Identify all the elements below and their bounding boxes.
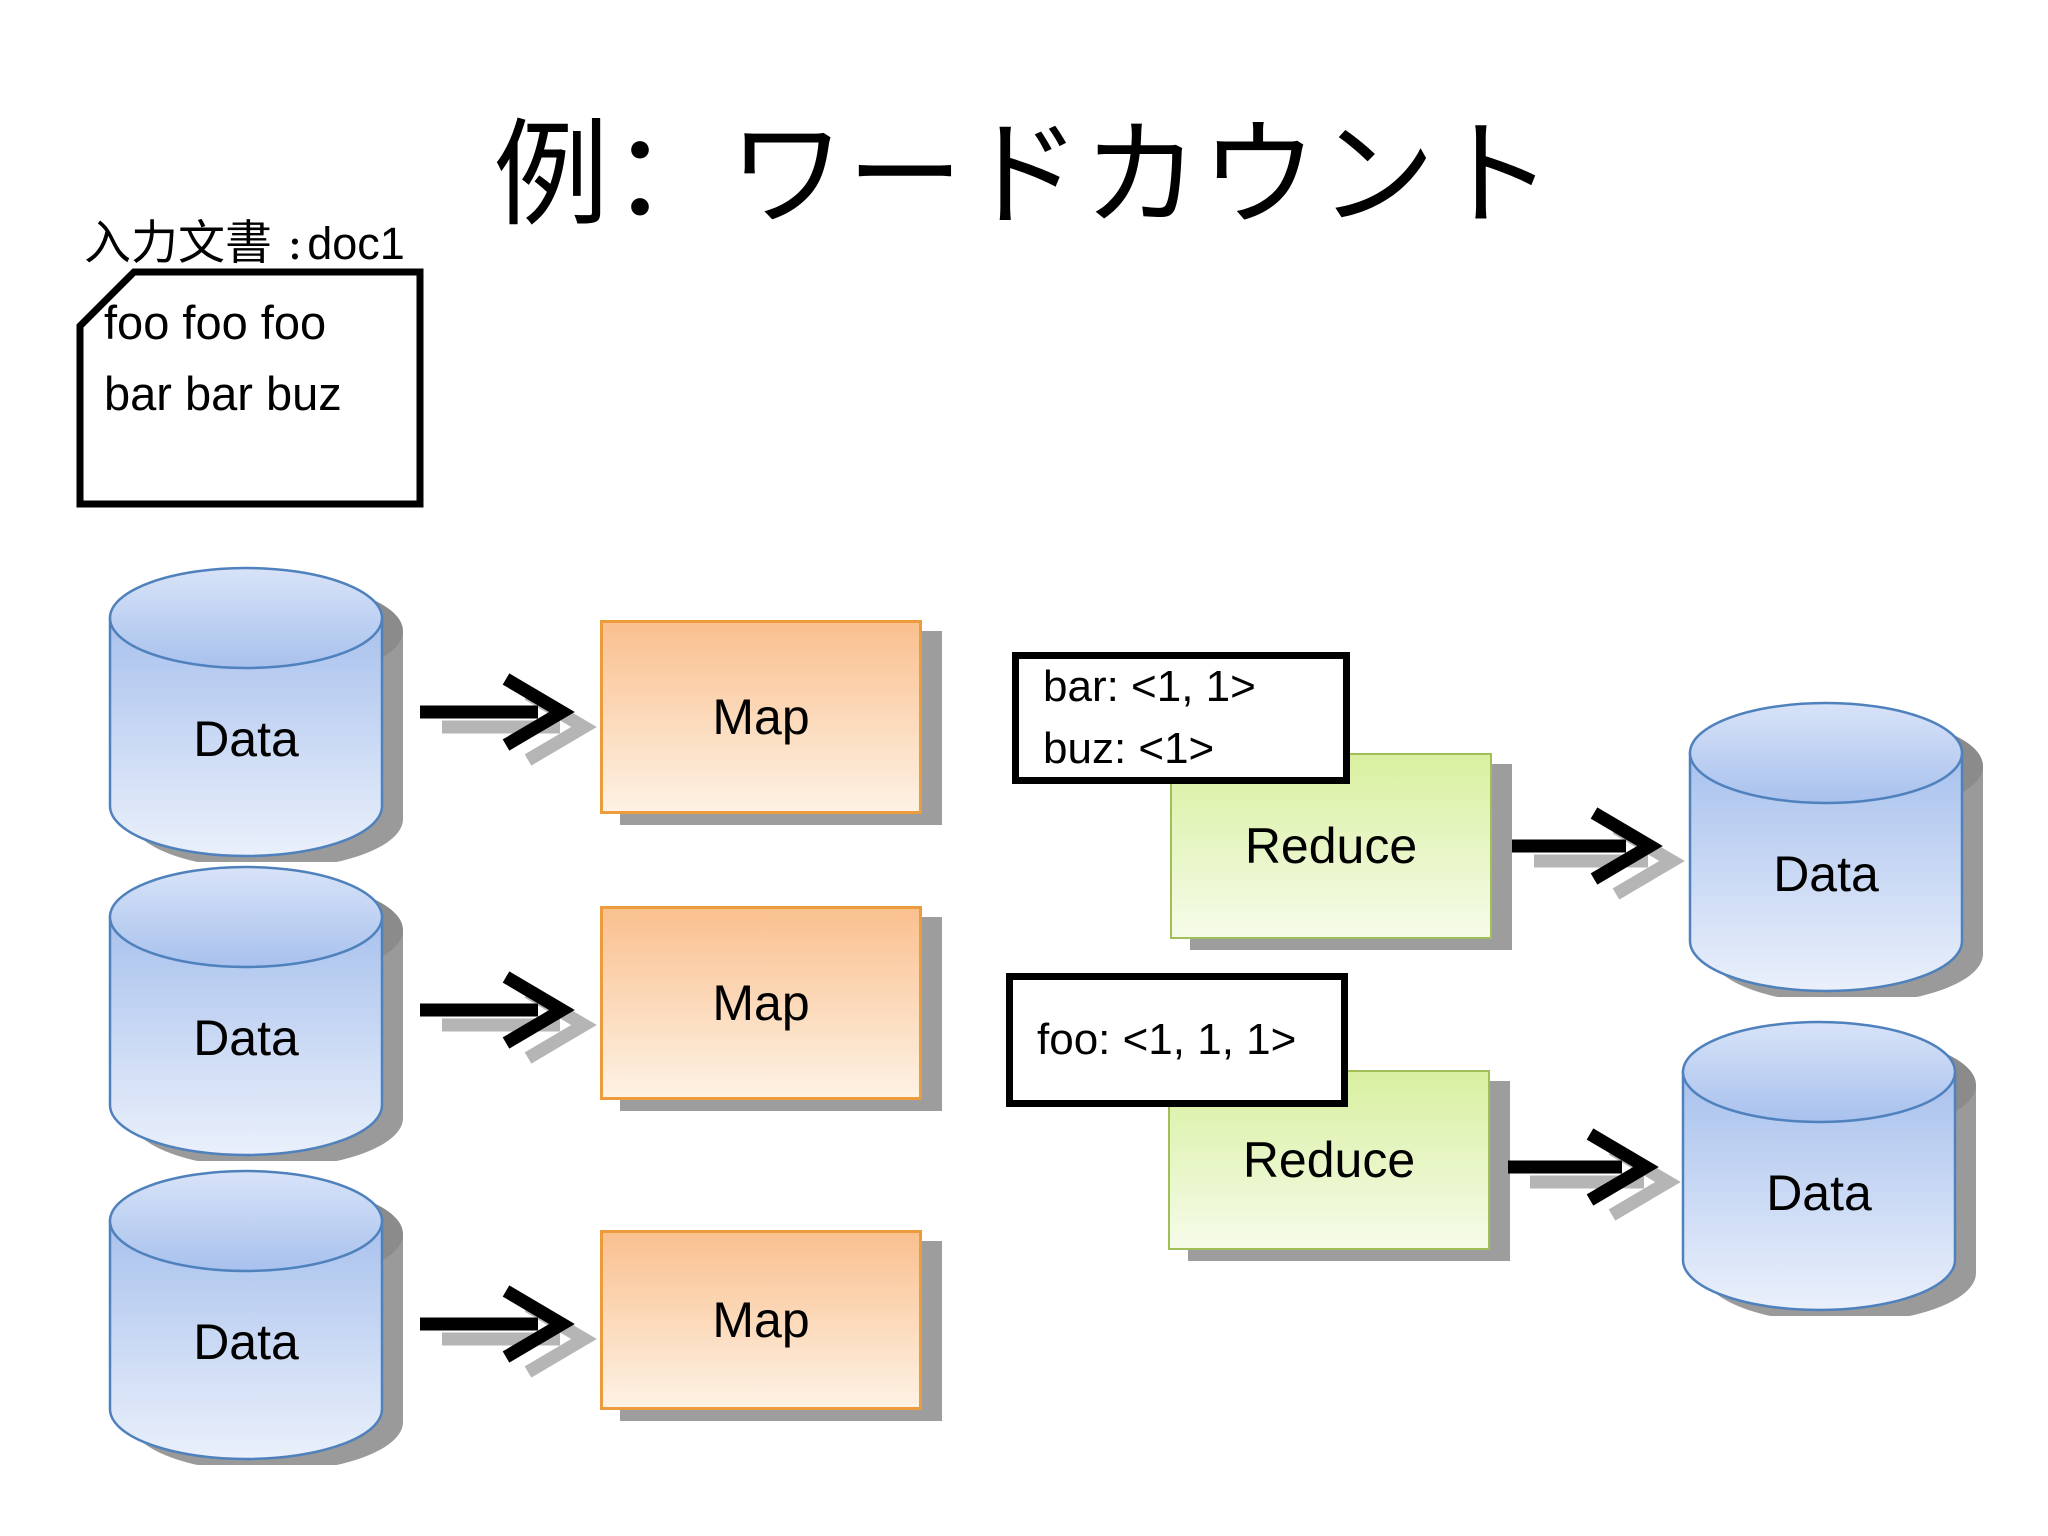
kv-line: bar: <1, 1> <box>1043 661 1256 711</box>
kv-line: buz: <1> <box>1043 724 1215 773</box>
reduce-box-1: Reduce <box>1170 753 1492 939</box>
reduce-label: Reduce <box>1244 818 1418 874</box>
cylinder-label: Data <box>1773 846 1879 902</box>
input-doc-label-jp: 入力文書 : <box>84 216 303 271</box>
input-doc-label: 入力文書 : doc1 <box>84 204 405 273</box>
doc-line-1: foo foo foo <box>104 296 327 349</box>
cylinder-shape <box>108 865 403 1168</box>
reduce-label: Reduce <box>1242 1132 1416 1188</box>
cylinder-label: Data <box>1766 1165 1872 1221</box>
arrow-data2-to-map2 <box>420 971 597 1064</box>
input-data-cylinder-3: Data <box>100 1165 420 1472</box>
map-box-3: Map <box>600 1230 922 1410</box>
output-data-cylinder-1: Data <box>1680 697 2000 1004</box>
output-data-cylinder-2: Data <box>1673 1016 1993 1323</box>
kv-line: foo: <1, 1, 1> <box>1037 1014 1297 1064</box>
map-box-1: Map <box>600 620 922 814</box>
cylinder-label: Data <box>193 1010 299 1066</box>
input-data-cylinder-1: Data <box>100 562 420 869</box>
map-label: Map <box>712 975 810 1031</box>
cylinder-label: Data <box>193 1314 299 1370</box>
map-box-2: Map <box>600 906 922 1100</box>
kv-callout-1: bar: <1, 1> buz: <1> <box>1012 652 1350 784</box>
cylinder-shape <box>108 1169 403 1472</box>
arrow-reduce2-to-data <box>1508 1128 1681 1221</box>
cylinder-label: Data <box>193 711 299 767</box>
cylinder-shape <box>1681 1020 1976 1323</box>
document-outline <box>76 268 424 508</box>
arrow-data1-to-map1 <box>420 673 597 766</box>
cylinder-shape <box>1688 701 1983 1004</box>
doc-content: foo foo foo bar bar buz <box>104 288 342 429</box>
input-doc-shape: foo foo foo bar bar buz <box>76 268 424 508</box>
arrow-data3-to-map3 <box>420 1285 597 1378</box>
arrow-reduce1-to-data <box>1512 807 1685 900</box>
input-doc-label-name: doc1 <box>307 218 405 269</box>
map-label: Map <box>712 689 810 745</box>
kv-callout-2: foo: <1, 1, 1> <box>1006 973 1348 1107</box>
map-label: Map <box>712 1292 810 1348</box>
doc-line-2: bar bar buz <box>104 366 342 420</box>
cylinder-shape <box>108 566 403 869</box>
input-data-cylinder-2: Data <box>100 861 420 1168</box>
slide-title: 例：ワードカウント <box>493 108 1555 243</box>
